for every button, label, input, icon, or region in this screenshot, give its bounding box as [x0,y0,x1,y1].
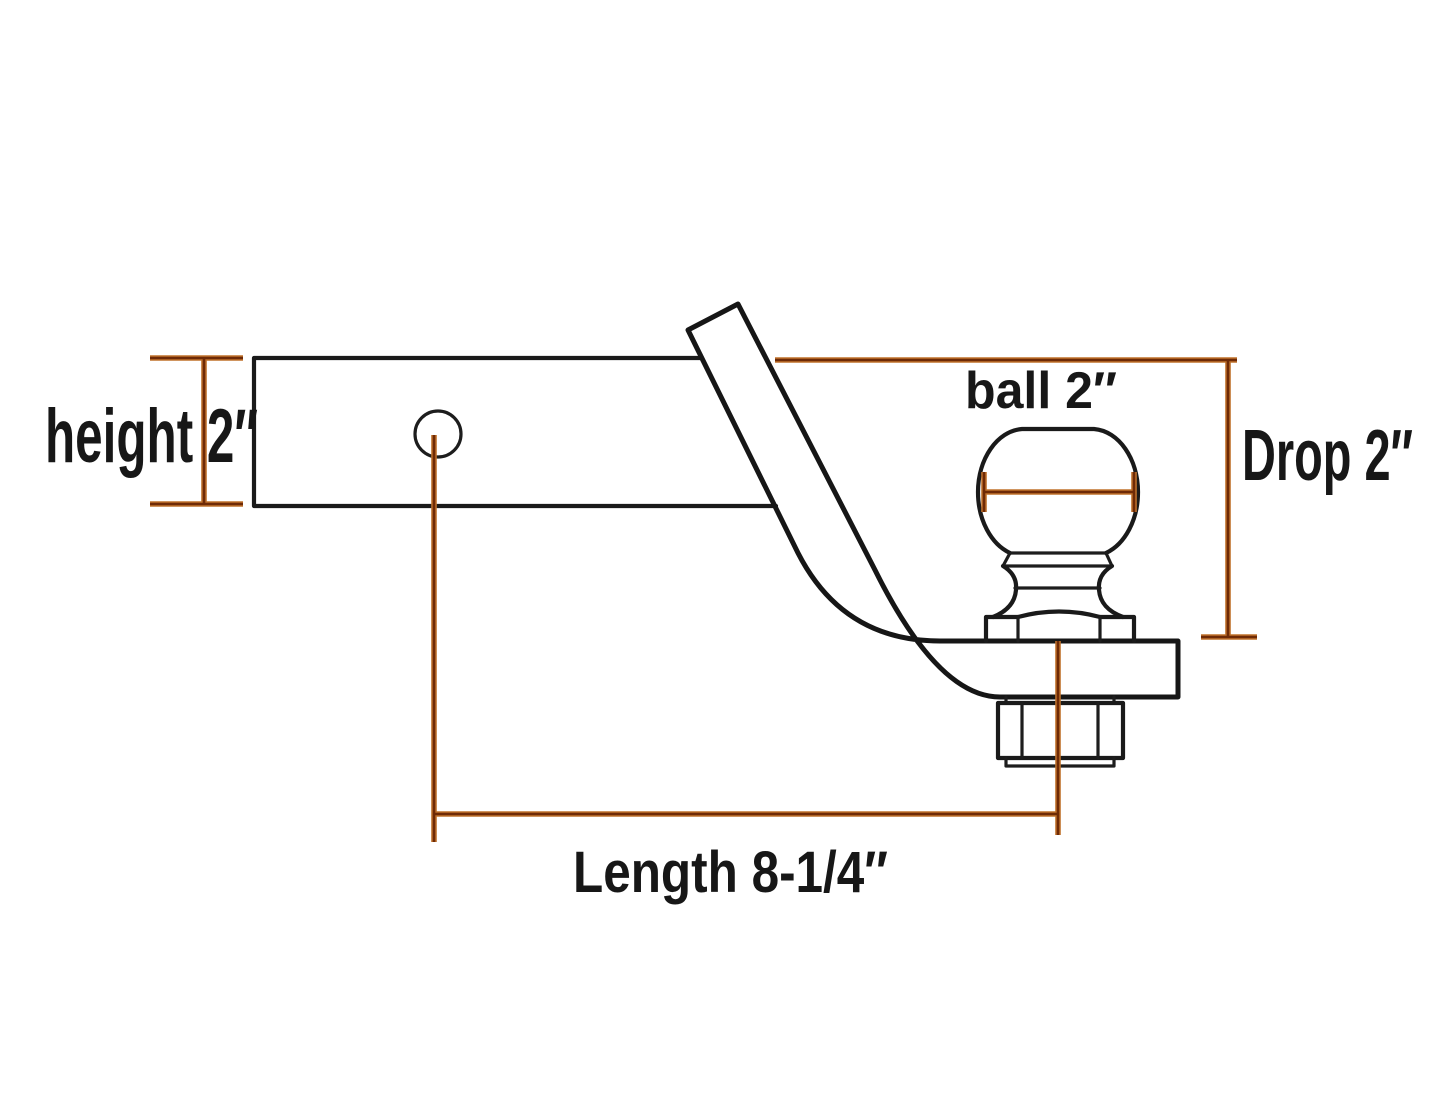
ball-neck-right [1096,563,1126,620]
drop-label: Drop 2″ [1242,416,1413,496]
hex-base-facets [1016,615,1102,643]
arm-outline [685,301,1181,700]
shank-tube [251,355,779,509]
hex-base-dome [1015,609,1103,620]
hex-base-outline [983,614,1137,644]
hitch-pin-hole [413,409,463,459]
hex-nut-facets [1020,701,1100,760]
ball-collar-sides [1001,551,1114,568]
ball-neck-left [990,563,1019,620]
ball-label: ball 2″ [965,362,1117,420]
height-label: height 2″ [45,394,258,479]
length-label: Length 8-1/4″ [573,840,888,905]
hitch-ball-assembly [975,426,1141,644]
arm-and-tongue [685,301,1181,700]
shank-outline [251,355,779,509]
